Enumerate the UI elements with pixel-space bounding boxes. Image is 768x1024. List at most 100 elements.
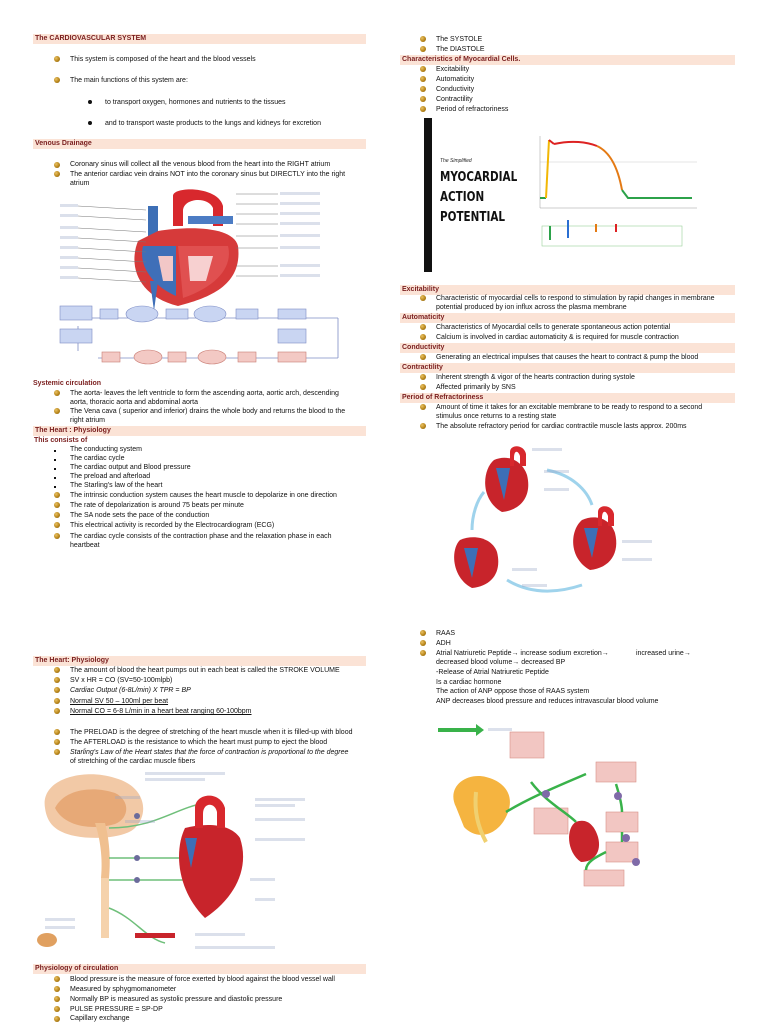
conduction-line: This electrical activity is recorded by …: [70, 522, 275, 529]
bullet-icon: [54, 502, 60, 508]
poster-title-line: MYOCARDIAL: [440, 170, 518, 185]
bullet-icon: [420, 354, 426, 360]
physiology-title: The Heart : Physiology: [33, 426, 366, 436]
bullet-icon: [54, 708, 60, 714]
bullet-icon: [54, 171, 60, 177]
hormone-item: ADH: [436, 640, 451, 647]
refractoriness-line: Amount of time it takes for an excitable…: [436, 404, 703, 411]
systemic-title: Systemic circulation: [33, 380, 102, 387]
anp-line: -Release of Atrial Natriuretic Peptide: [436, 669, 549, 676]
bullet-icon: [54, 533, 60, 539]
intro-line: This system is composed of the heart and…: [70, 56, 256, 63]
conduction-line: The intrinsic conduction system causes t…: [70, 492, 337, 499]
conduction-line: The cardiac cycle consists of the contra…: [70, 533, 332, 540]
anp-line: ANP decreases blood pressure and reduces…: [436, 698, 659, 705]
bullet-icon: [420, 106, 426, 112]
bullet-icon: [54, 522, 60, 528]
bullet-icon: [420, 324, 426, 330]
automaticity-line: Characteristics of Myocardial cells to g…: [436, 324, 671, 331]
excitability-line: Characteristic of myocardial cells to re…: [436, 295, 715, 302]
systemic-line: aorta, thoracic aorta and abdominal aort…: [70, 399, 199, 406]
characteristic-item: Period of refractoriness: [436, 106, 509, 113]
bullet-icon: [54, 1006, 60, 1012]
systole-item: The SYSTOLE: [436, 36, 483, 43]
bullet-icon: [54, 667, 60, 673]
action-potential-curve: [539, 136, 697, 247]
cardiac-cycle-figure: [452, 440, 672, 600]
bullet-icon: [420, 384, 426, 390]
stroke-volume-line: The amount of blood the heart pumps out …: [70, 667, 340, 674]
bullet-icon: [54, 512, 60, 518]
bullet-icon: [54, 996, 60, 1002]
excitability-title: Excitability: [400, 285, 735, 295]
excitability-line: potential produced by ion influx across …: [436, 304, 627, 311]
bullet-icon: [420, 96, 426, 102]
consists-line: The cardiac output and Blood pressure: [70, 464, 191, 471]
characteristic-item: Excitability: [436, 66, 470, 73]
poster-title-line: POTENTIAL: [440, 210, 506, 225]
intro-line: The main functions of this system are:: [70, 77, 188, 84]
circulation-line: Capillary exchange: [70, 1015, 130, 1022]
diastole-item: The DIASTOLE: [436, 46, 485, 53]
poster-small-title: The Simplified: [440, 158, 472, 164]
systemic-line: right atrium: [70, 417, 106, 424]
bullet-icon: [420, 46, 426, 52]
conduction-line: The SA node sets the pace of the conduct…: [70, 512, 210, 519]
bullet-icon: [420, 334, 426, 340]
bullet-icon: [54, 56, 60, 62]
square-bullet-icon: [54, 477, 56, 479]
bullet-icon: [420, 650, 426, 656]
characteristic-item: Conductivity: [436, 86, 475, 93]
circulation-line: Blood pressure is the measure of force e…: [70, 976, 335, 983]
anp-line: The action of ANP oppose those of RAAS s…: [436, 688, 590, 695]
bullet-icon: [420, 374, 426, 380]
heart-anatomy-figure: [58, 186, 348, 374]
conduction-line: The rate of depolarization is around 75 …: [70, 502, 244, 509]
systemic-line: The Vena cava ( superior and inferior) d…: [70, 408, 346, 415]
action-potential-poster: The Simplified MYOCARDIAL ACTION POTENTI…: [424, 118, 724, 272]
circulation-line: Measured by sphygmomanometer: [70, 986, 177, 993]
characteristic-item: Contractility: [436, 96, 473, 103]
load-line: The PRELOAD is the degree of stretching …: [70, 729, 353, 736]
load-line: of stretching of the cardiac muscle fibe…: [70, 758, 196, 765]
raas-figure: [436, 712, 666, 892]
consists-line: The preload and afterload: [70, 473, 151, 480]
bullet-icon: [54, 749, 60, 755]
cardiac-regulation-figure: [35, 768, 335, 956]
bullet-icon: [420, 66, 426, 72]
output-line: SV x HR = CO (SV=50-100mlpb): [70, 677, 173, 684]
load-line: Starling's Law of the Heart states that …: [70, 749, 349, 756]
bullet-icon: [54, 976, 60, 982]
consists-line: The conducting system: [70, 446, 142, 453]
bullet-icon: [420, 640, 426, 646]
refractoriness-line: stimulus once returns to a resting state: [436, 413, 557, 420]
poster-title-line: ACTION: [440, 190, 485, 205]
physiology2-title: The Heart: Physiology: [33, 656, 366, 666]
automaticity-title: Automaticity: [400, 313, 735, 323]
bullet-icon: [54, 677, 60, 683]
venous-line: The anterior cardiac vein drains NOT int…: [70, 171, 346, 178]
bullet-icon: [54, 739, 60, 745]
refractoriness-title: Period of Refractoriness: [400, 393, 735, 403]
venous-line: atrium: [70, 180, 90, 187]
bullet-icon: [54, 986, 60, 992]
consists-line: The cardiac cycle: [70, 455, 125, 462]
output-line: Normal SV 50 – 100ml per beat: [70, 698, 169, 705]
conductivity-line: Generating an electrical impulses that c…: [436, 354, 699, 361]
cardio-title: The CARDIOVASCULAR SYSTEM: [33, 34, 366, 44]
bullet-icon: [54, 77, 60, 83]
function-line: to transport oxygen, hormones and nutrie…: [105, 99, 286, 106]
bullet-icon: [420, 630, 426, 636]
bullet-icon: [420, 36, 426, 42]
bullet-icon: [420, 76, 426, 82]
consists-title: This consists of: [34, 437, 88, 444]
venous-line: Coronary sinus will collect all the veno…: [70, 161, 331, 168]
bullet-icon: [420, 404, 426, 410]
conduction-line: heartbeat: [70, 542, 100, 549]
bullet-icon: [54, 162, 60, 168]
venous-title: Venous Drainage: [33, 139, 366, 149]
contractility-line: Inherent strength & vigor of the hearts …: [436, 374, 635, 381]
characteristics-title: Characteristics of Myocardial Cells.: [400, 55, 735, 65]
load-line: The AFTERLOAD is the resistance to which…: [70, 739, 328, 746]
hormone-item: Atrial Natriuretic Peptide→ increase sod…: [436, 650, 691, 657]
